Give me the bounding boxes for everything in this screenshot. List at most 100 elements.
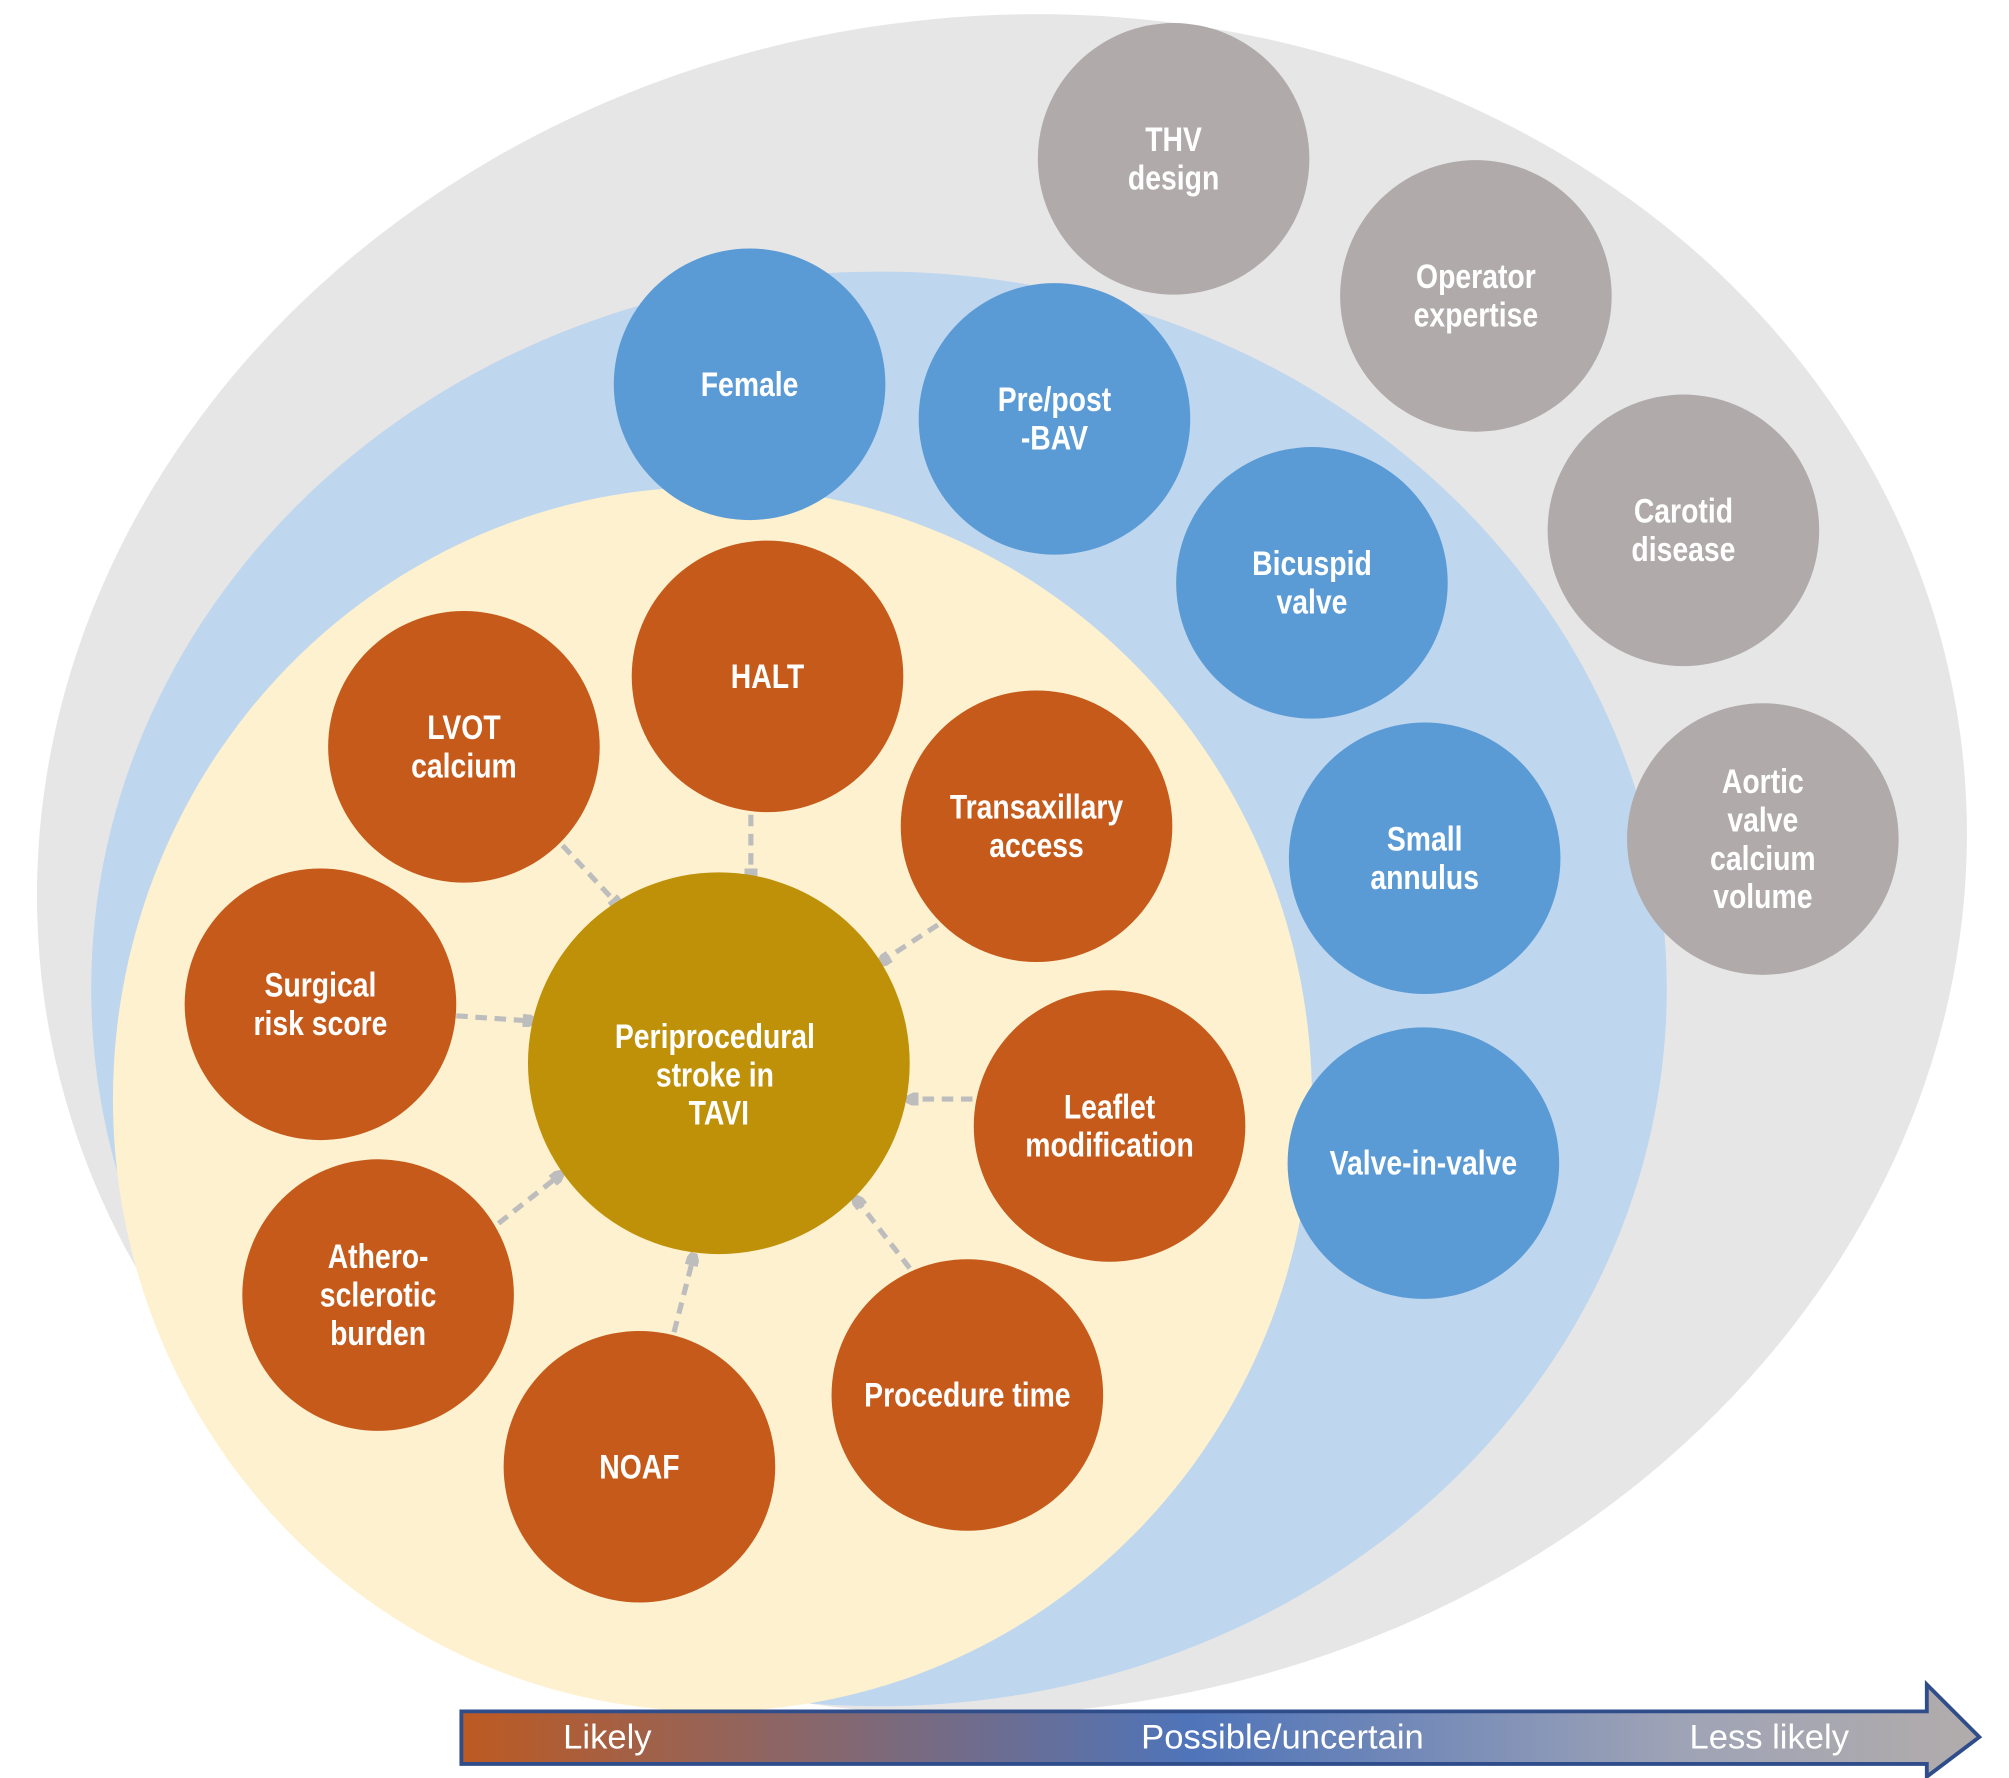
arrow-surgical-risk-score (456, 1013, 530, 1021)
arrow-lvot-calcium (560, 843, 618, 904)
node-noaf: NOAF (503, 1330, 776, 1603)
arrows (456, 814, 973, 1333)
node-label: LVOT (427, 707, 500, 746)
node-circle (328, 611, 600, 883)
node-label: Valve-in-valve (1330, 1143, 1518, 1182)
node-label: modification (1025, 1125, 1193, 1164)
node-label: disease (1631, 529, 1735, 568)
likelihood-scale-arrow: Likely Possible/uncertain Less likely (459, 1679, 1983, 1778)
node-circle (918, 283, 1191, 555)
node-circle (631, 540, 904, 813)
node-circle (973, 990, 1246, 1262)
node-halt: HALT (631, 540, 904, 813)
node-label: Pre/post (998, 379, 1112, 418)
node-circle (503, 1330, 776, 1603)
arrow-procedure-time (857, 1200, 912, 1270)
node-circle (613, 248, 886, 521)
center-line-1: Periprocedural (615, 1016, 815, 1055)
node-label: design (1128, 158, 1219, 197)
node-label: valve (1276, 582, 1347, 621)
node-circle (1037, 23, 1310, 295)
svg-text:Valve-in-valve: Valve-in-valve (1330, 1143, 1518, 1182)
svg-text:Female: Female (701, 364, 799, 403)
node-circle (831, 1259, 1104, 1531)
node-label: -BAV (1021, 418, 1088, 457)
node-circle (900, 690, 1173, 963)
node-label: Female (701, 364, 799, 403)
svg-text:HALT: HALT (731, 656, 804, 695)
node-label: sclerotic (320, 1275, 437, 1314)
svg-text:Periprocedural stroke in: Periprocedural stroke in TAVI (615, 1016, 823, 1132)
center-node: Periprocedural stroke in TAVI (527, 872, 910, 1255)
node-label: Athero- (328, 1236, 429, 1275)
node-valve-in-valve: Valve-in-valve (1287, 1027, 1560, 1299)
node-label: Aortic (1722, 761, 1804, 800)
node-circle (1287, 1027, 1560, 1299)
node-label: risk score (253, 1003, 387, 1042)
node-label: valve (1727, 800, 1798, 839)
node-label: THV (1145, 119, 1202, 158)
node-label: expertise (1414, 295, 1538, 334)
node-label: annulus (1370, 857, 1479, 896)
node-pre-post-bav: Pre/post-BAV (918, 283, 1191, 555)
node-label: Carotid (1634, 491, 1733, 530)
node-circle (1340, 160, 1612, 432)
scale-possible-label: Possible/uncertain (1141, 1719, 1424, 1757)
node-circle (184, 868, 457, 1141)
node-label: calcium (411, 746, 517, 785)
scale-less-likely-label: Less likely (1689, 1719, 1849, 1757)
node-circle (242, 1159, 514, 1431)
arrow-transaxillary-access (883, 922, 940, 961)
node-label: Small (1387, 819, 1463, 858)
center-line-3: TAVI (689, 1093, 749, 1132)
svg-text:NOAF: NOAF (599, 1447, 679, 1486)
node-label: Procedure time (864, 1375, 1070, 1414)
svg-text:Pre/post-BAV: Pre/post-BAV (998, 379, 1112, 457)
node-label: burden (330, 1313, 426, 1352)
arrow-atherosclerotic-burden (496, 1176, 559, 1226)
node-label: Leaflet (1064, 1087, 1156, 1126)
center-line-2: stroke in (656, 1055, 774, 1094)
node-circle (1547, 394, 1820, 667)
node-label: access (989, 825, 1084, 864)
node-circle (1627, 703, 1899, 975)
node-label: Bicuspid (1252, 543, 1372, 582)
node-circle (1176, 447, 1448, 719)
node-female: Female (613, 248, 886, 521)
node-label: NOAF (599, 1447, 679, 1486)
node-label: Transaxillary (950, 787, 1124, 826)
node-label: Operator (1416, 257, 1536, 296)
node-label: HALT (731, 656, 804, 695)
scale-likely-label: Likely (563, 1719, 652, 1757)
node-label: calcium (1710, 838, 1816, 877)
arrow-noaf (671, 1258, 693, 1333)
node-label: Surgical (265, 965, 377, 1004)
node-procedure-time: Procedure time (831, 1259, 1104, 1531)
svg-text:Procedure time: Procedure time (864, 1375, 1070, 1414)
node-circle (1288, 722, 1561, 995)
